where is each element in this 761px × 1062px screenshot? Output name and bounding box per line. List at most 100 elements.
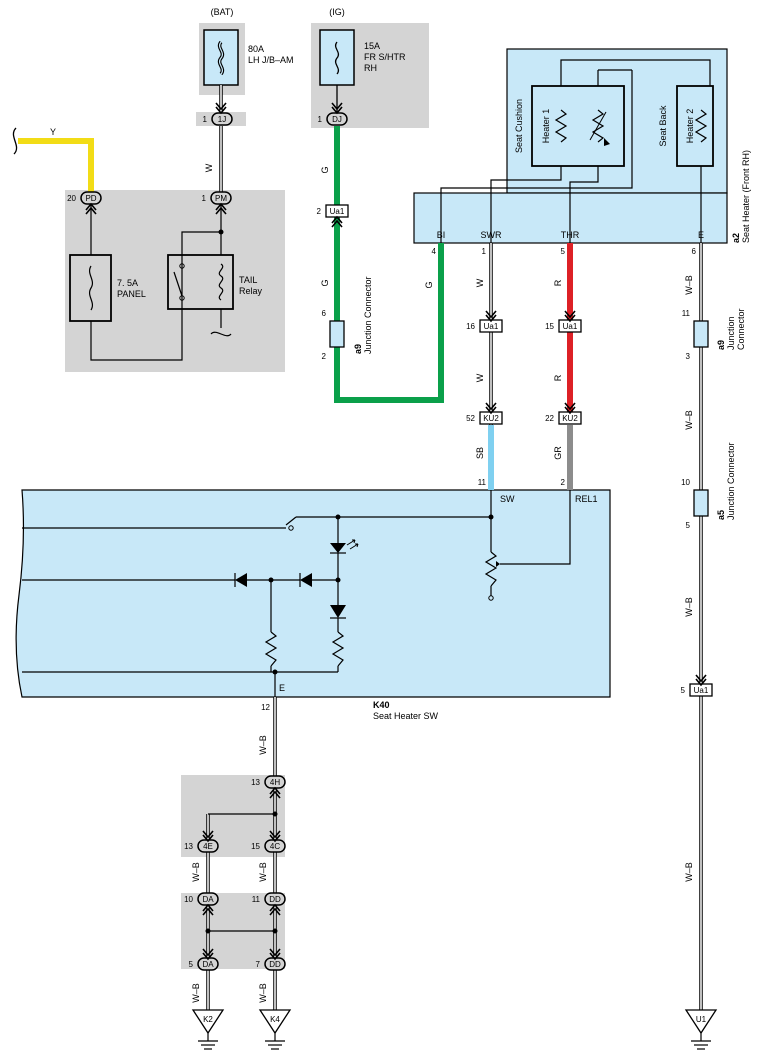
panel-fuse-icon — [88, 265, 94, 311]
a2-id: a2 — [731, 233, 741, 243]
svg-text:1: 1 — [318, 115, 323, 124]
tail-relay-name2: Relay — [239, 286, 263, 296]
a2-name: Seat Heater (Front RH) — [741, 150, 751, 243]
pin-a9-bot: 2 — [322, 352, 327, 361]
ground-k4-icon — [258, 1009, 292, 1050]
diode-down-icon — [330, 605, 346, 618]
pin-sw: 11 — [478, 478, 487, 487]
switch-contact — [288, 525, 294, 531]
pin-a5-bot: 5 — [686, 521, 691, 530]
svg-text:1J: 1J — [218, 115, 226, 124]
svg-text:20: 20 — [67, 194, 76, 203]
svg-text:52: 52 — [466, 414, 475, 423]
tail-relay-body — [167, 254, 234, 310]
svg-text:DA: DA — [202, 895, 214, 904]
svg-text:5: 5 — [189, 960, 194, 969]
wire-label-sb: SB — [475, 447, 485, 459]
wire-label-r1: R — [553, 279, 563, 286]
panel-fuse-amp: 7. 5A — [117, 278, 138, 288]
a5-id: a5 — [716, 510, 726, 520]
svg-text:DD: DD — [269, 960, 281, 969]
a9-junction-right — [693, 320, 709, 348]
ground-k2-icon — [191, 1009, 225, 1050]
svg-text:DD: DD — [269, 895, 281, 904]
wire-label-g1: G — [320, 166, 330, 173]
relay-coil-icon — [218, 263, 224, 301]
bat-fuse-name: LH J/B–AM — [248, 55, 294, 65]
pin-a9-top: 6 — [322, 309, 327, 318]
svg-text:PM: PM — [215, 194, 227, 203]
back-heater-frame — [676, 85, 714, 167]
panel-fuse-name: PANEL — [117, 289, 146, 299]
svg-text:15: 15 — [251, 842, 260, 851]
svg-text:2: 2 — [317, 207, 322, 216]
terminal-k40-e: E — [279, 683, 285, 693]
wire-label-wb-k40: W–B — [258, 735, 268, 755]
wire-label-wb-4c: W–B — [258, 862, 268, 882]
svg-text:PD: PD — [85, 194, 96, 203]
pin-k40-e: 12 — [261, 703, 270, 712]
svg-text:16: 16 — [466, 322, 475, 331]
resistor-right-icon — [331, 631, 345, 667]
heater2-resistor-icon — [694, 109, 708, 143]
svg-text:Ua1: Ua1 — [563, 322, 578, 331]
bat-fuse-amp: 80A — [248, 44, 264, 54]
wire-label-wb4: W–B — [684, 862, 694, 882]
svg-text:13: 13 — [184, 842, 193, 851]
wire-label-wb3: W–B — [684, 597, 694, 617]
svg-text:7: 7 — [256, 960, 261, 969]
svg-text:1: 1 — [203, 115, 208, 124]
ig-source-label: (IG) — [329, 7, 345, 17]
cushion-heater-frame — [531, 85, 625, 167]
wire-label-y: Y — [50, 127, 56, 137]
wire-label-wb1: W–B — [684, 275, 694, 295]
pin-e: 6 — [692, 247, 697, 256]
wire-label-w-pm: W — [204, 163, 214, 172]
k40-internal-circuit — [22, 490, 571, 697]
a9-name-right1: Junction — [726, 316, 736, 350]
ground-u1-label: U1 — [696, 1015, 707, 1024]
svg-text:11: 11 — [252, 895, 261, 904]
wire-label-r2: R — [553, 374, 563, 381]
svg-text:5: 5 — [681, 686, 686, 695]
wire-label-w1: W — [475, 278, 485, 287]
pin-swr: 1 — [482, 247, 487, 256]
ig-fuse-icon — [334, 41, 340, 75]
a5-name: Junction Connector — [726, 442, 736, 520]
relay-contact-top — [179, 263, 185, 269]
diode-right-icon — [300, 573, 312, 587]
svg-text:4C: 4C — [270, 842, 280, 851]
wire-label-wb-4e: W–B — [191, 862, 201, 882]
pin-a9r-top: 11 — [682, 309, 691, 318]
terminal-swr: SWR — [481, 230, 502, 240]
seat-cushion-label: Seat Cushion — [514, 99, 524, 153]
svg-text:22: 22 — [545, 414, 554, 423]
pin-a9r-bot: 3 — [686, 352, 691, 361]
svg-text:DA: DA — [202, 960, 214, 969]
diode-left-icon — [235, 573, 247, 587]
wire-label-w2: W — [475, 373, 485, 382]
svg-text:DJ: DJ — [332, 115, 342, 124]
heater1-resistor-icon — [554, 109, 568, 143]
a9-name-right2: Connector — [736, 308, 746, 350]
heater2-label: Heater 2 — [685, 109, 695, 144]
wire-y — [18, 138, 94, 192]
svg-text:Ua1: Ua1 — [484, 322, 499, 331]
terminal-bi: BI — [437, 230, 446, 240]
svg-text:13: 13 — [251, 778, 260, 787]
wire-label-g3: G — [424, 281, 434, 288]
pin-rel1: 2 — [561, 478, 566, 487]
svg-text:KU2: KU2 — [483, 414, 499, 423]
wire-label-wb-k2: W–B — [191, 983, 201, 1003]
svg-text:4E: 4E — [203, 842, 213, 851]
ground-k2-label: K2 — [203, 1015, 213, 1024]
terminal-e: E — [698, 230, 704, 240]
ig-fuse-amp: 15A — [364, 41, 380, 51]
ground-u1-icon — [684, 1009, 718, 1050]
thermistor-icon — [591, 109, 605, 143]
seat-heater-box — [506, 48, 728, 194]
potentiometer-icon — [484, 551, 498, 587]
k40-name: Seat Heater SW — [373, 711, 439, 721]
a9-id-right: a9 — [716, 340, 726, 350]
